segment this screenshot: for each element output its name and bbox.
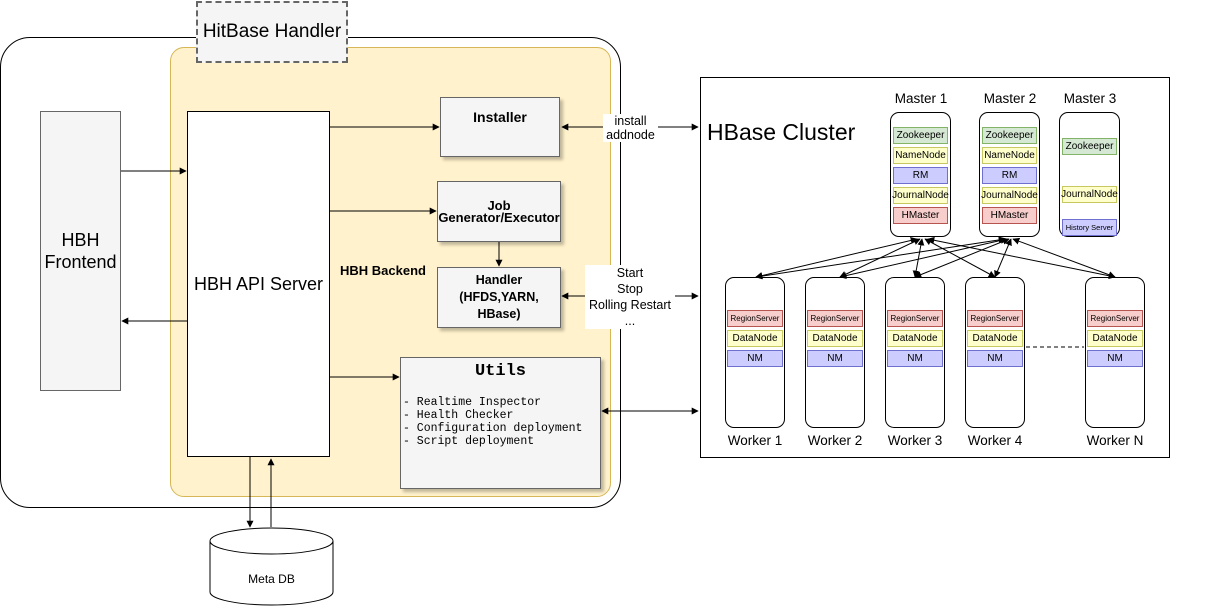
- node-manager: NM: [727, 350, 783, 367]
- node-manager: NM: [967, 350, 1023, 367]
- datanode: DataNode: [807, 330, 863, 347]
- journalnode: JournalNode: [981, 187, 1038, 204]
- job-generator-label: Job Generator/Executor: [438, 197, 560, 225]
- handler-box[interactable]: Handler (HFDS,YARN, HBase): [437, 267, 561, 328]
- installer-label: Installer: [473, 109, 527, 125]
- namenode: NameNode: [982, 147, 1037, 164]
- frontend-label: HBH Frontend: [44, 230, 117, 272]
- worker-label: Worker 2: [807, 433, 863, 448]
- utils-item: - Script deployment: [403, 435, 535, 448]
- node-manager: NM: [807, 350, 863, 367]
- datanode: DataNode: [967, 330, 1023, 347]
- worker-node-3[interactable]: RegionServer DataNode NM: [885, 277, 945, 428]
- master-label: Master 2: [983, 91, 1037, 106]
- backend-label: HBH Backend: [340, 263, 426, 278]
- utils-item: - Health Checker: [403, 409, 514, 422]
- namenode: NameNode: [893, 147, 948, 164]
- worker-label: Worker 1: [727, 433, 783, 448]
- journalnode: JournalNode: [892, 187, 949, 204]
- resource-manager: RM: [893, 167, 948, 184]
- history-server: History Server: [1062, 219, 1117, 236]
- datanode: DataNode: [727, 330, 783, 347]
- handler-title: HitBase Handler: [196, 1, 348, 63]
- node-manager: NM: [1087, 350, 1143, 367]
- datanode: DataNode: [1087, 330, 1143, 347]
- installer-box[interactable]: Installer: [440, 97, 560, 157]
- master-label: Master 1: [894, 91, 948, 106]
- utils-box[interactable]: Utils - Realtime Inspector - Health Chec…: [400, 357, 601, 489]
- regionserver: RegionServer: [887, 310, 943, 327]
- meta-db-cylinder: [209, 527, 334, 606]
- hmaster: HMaster: [982, 207, 1037, 224]
- worker-node-1[interactable]: RegionServer DataNode NM: [725, 277, 785, 428]
- regionserver: RegionServer: [727, 310, 783, 327]
- api-server-box[interactable]: HBH API Server: [187, 111, 330, 457]
- zookeeper: Zookeeper: [1062, 138, 1117, 155]
- job-generator-box[interactable]: Job Generator/Executor: [437, 181, 561, 242]
- journalnode: JournalNode: [1061, 186, 1118, 203]
- cluster-title: HBase Cluster: [707, 119, 856, 145]
- regionserver: RegionServer: [807, 310, 863, 327]
- worker-node-2[interactable]: RegionServer DataNode NM: [805, 277, 865, 428]
- datanode: DataNode: [887, 330, 943, 347]
- regionserver: RegionServer: [967, 310, 1023, 327]
- frontend-box[interactable]: HBH Frontend: [40, 111, 121, 391]
- regionserver: RegionServer: [1087, 310, 1143, 327]
- operations-label: Start Stop Rolling Restart ...: [585, 265, 675, 329]
- zookeeper: Zookeeper: [893, 127, 948, 144]
- utils-list: - Realtime Inspector - Health Checker - …: [403, 396, 582, 448]
- master-node-1[interactable]: Zookeeper NameNode RM JournalNode HMaste…: [890, 112, 951, 237]
- worker-label: Worker N: [1086, 433, 1144, 448]
- zookeeper: Zookeeper: [982, 127, 1037, 144]
- worker-label: Worker 3: [887, 433, 943, 448]
- handler-label: Handler (HFDS,YARN, HBase): [459, 273, 539, 321]
- api-server-label: HBH API Server: [193, 273, 324, 294]
- worker-label: Worker 4: [967, 433, 1023, 448]
- utils-title: Utils: [474, 362, 526, 381]
- utils-item: - Realtime Inspector: [403, 396, 542, 409]
- worker-node-4[interactable]: RegionServer DataNode NM: [965, 277, 1025, 428]
- meta-db-label: Meta DB: [248, 572, 295, 586]
- node-manager: NM: [887, 350, 943, 367]
- resource-manager: RM: [982, 167, 1037, 184]
- hmaster: HMaster: [893, 207, 948, 224]
- utils-item: - Configuration deployment: [403, 422, 583, 435]
- worker-node-n[interactable]: RegionServer DataNode NM: [1085, 277, 1145, 428]
- install-addnode-label: install addnode: [603, 114, 658, 142]
- master-label: Master 3: [1063, 91, 1117, 106]
- master-node-2[interactable]: Zookeeper NameNode RM JournalNode HMaste…: [979, 112, 1040, 237]
- master-node-3[interactable]: Zookeeper JournalNode History Server: [1059, 112, 1120, 237]
